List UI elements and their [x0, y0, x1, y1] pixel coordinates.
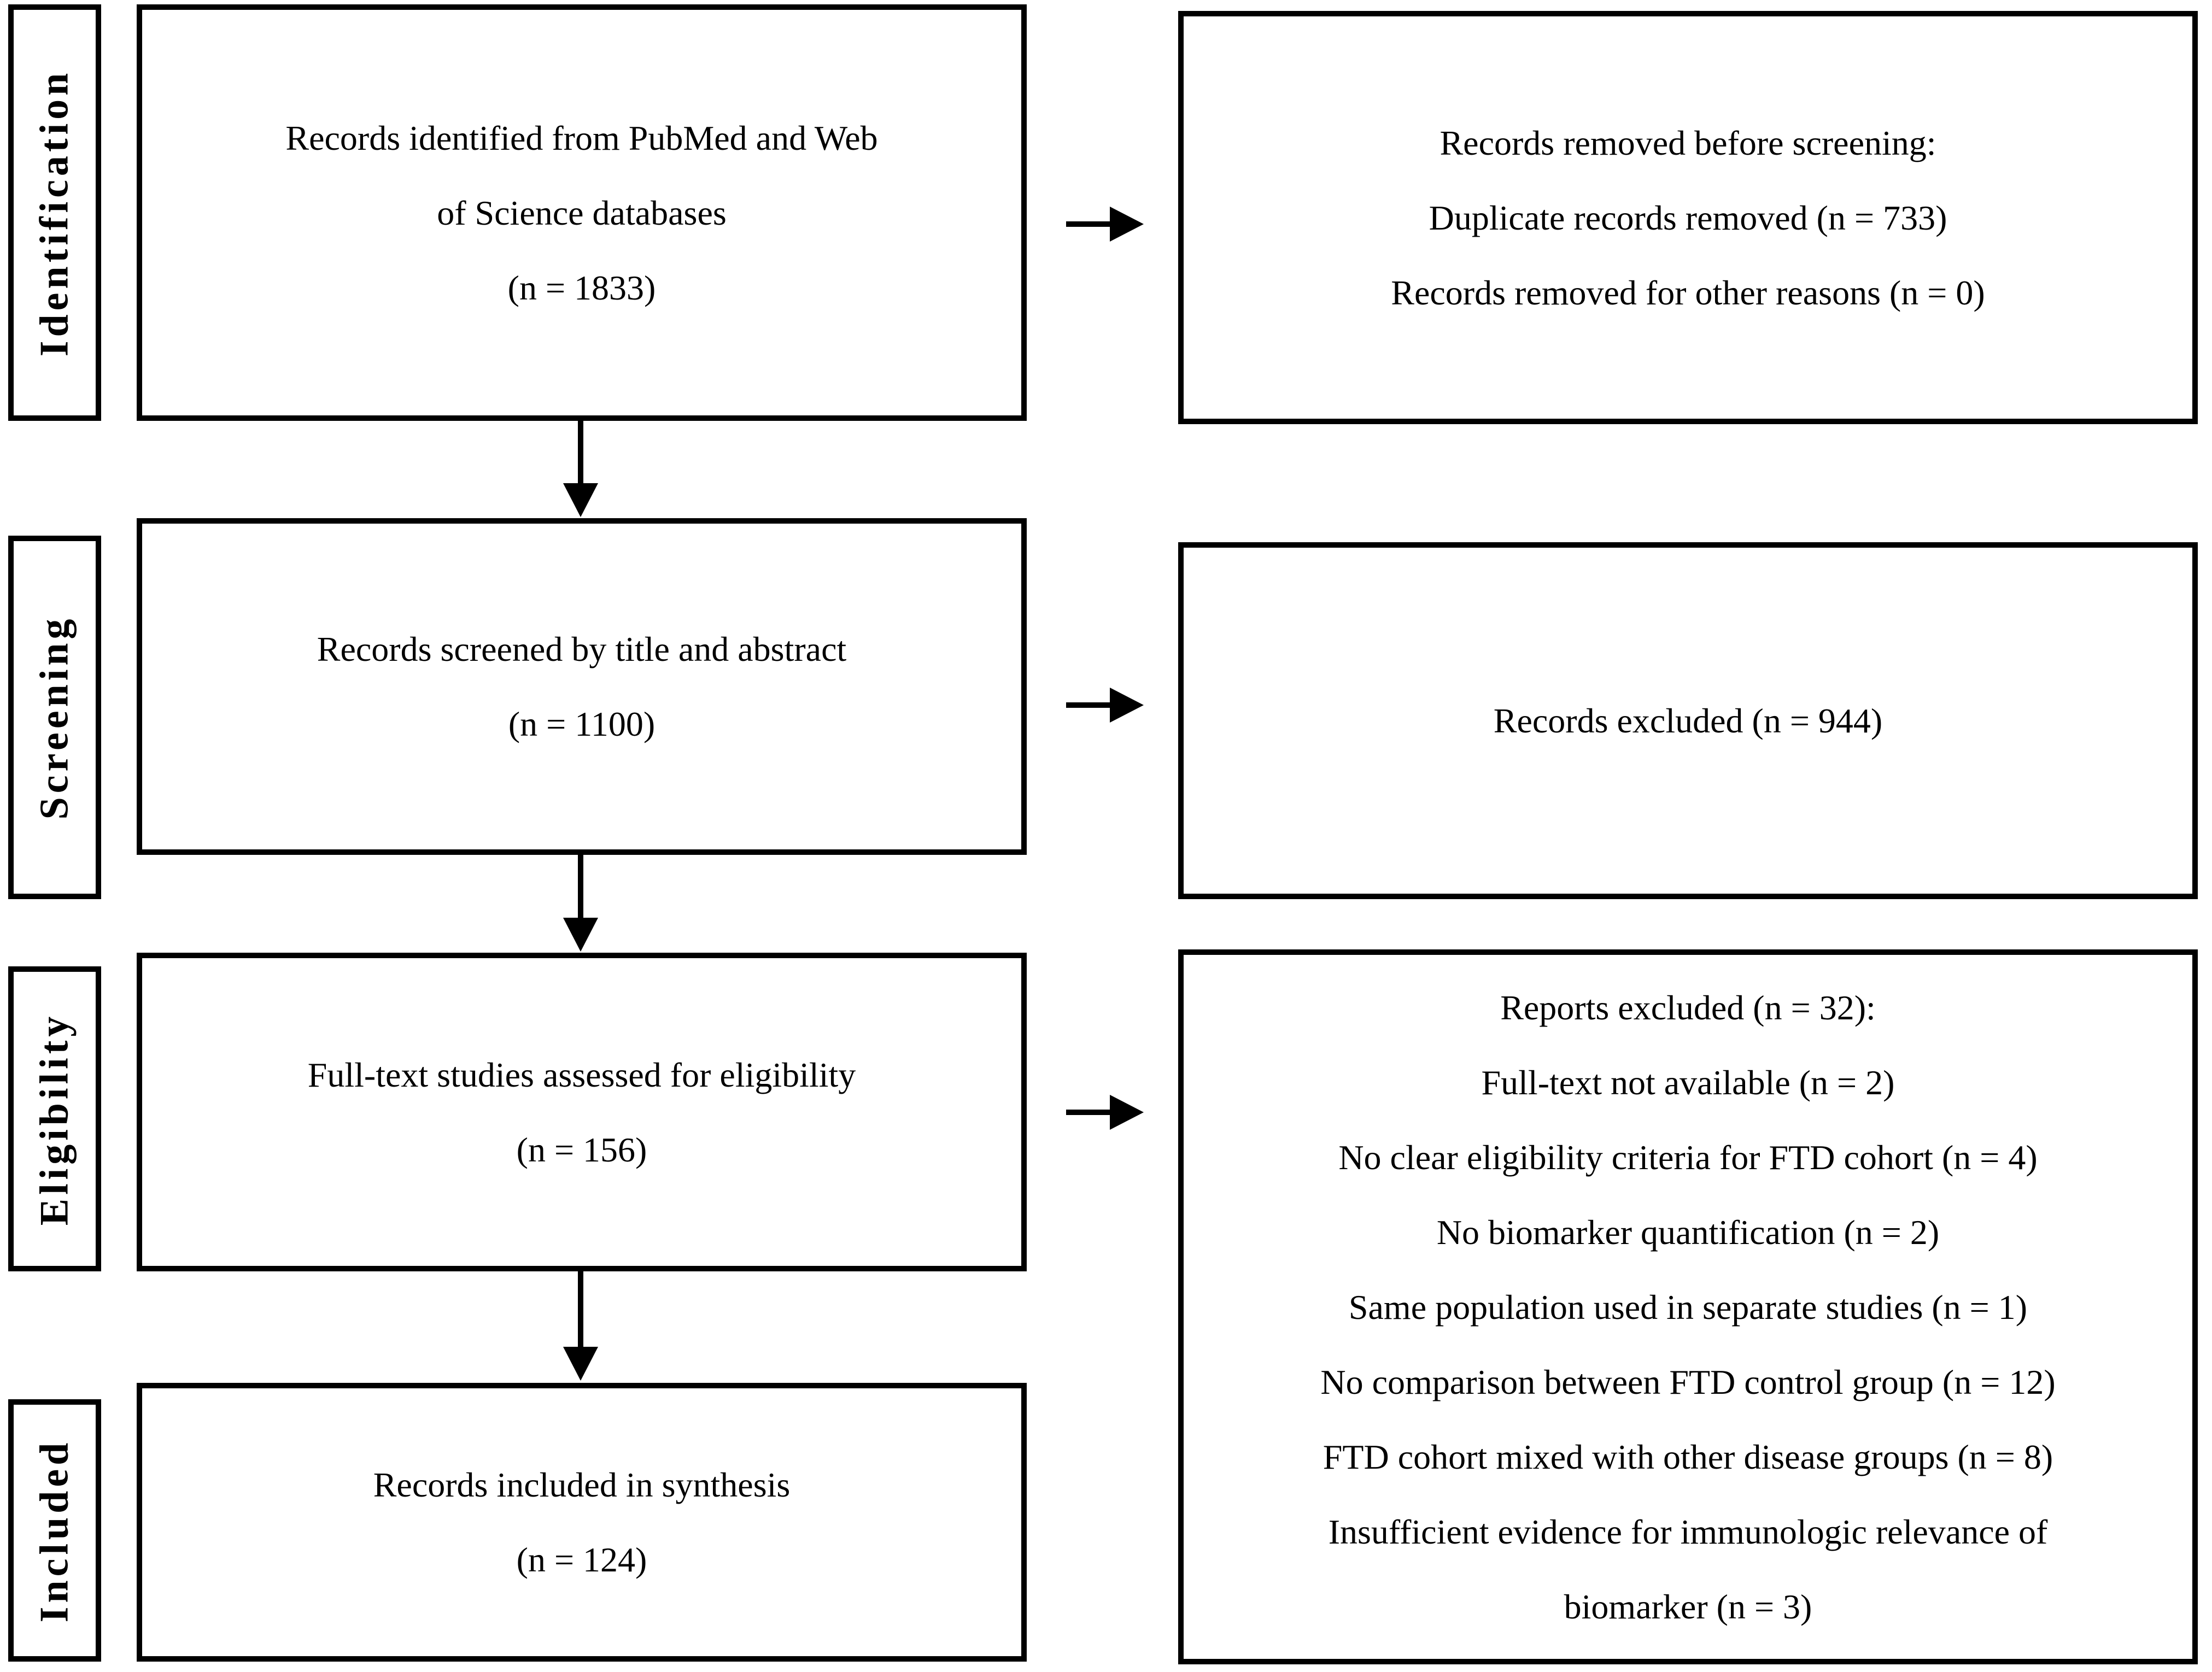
box-records-identified: Records identified from PubMed and Web o… — [137, 4, 1027, 421]
arrow-screening-to-eligibility-head — [563, 918, 598, 952]
stage-label-eligibility: Eligibility — [8, 966, 101, 1271]
arrow-identified-to-removed-head — [1110, 207, 1144, 242]
arrow-fulltext-to-reports-excluded — [1066, 1110, 1111, 1115]
box-records-identified-line: Records identified from PubMed and Web — [285, 118, 878, 157]
box-records-included: Records included in synthesis (n = 124) — [137, 1383, 1027, 1662]
arrow-eligibility-to-included — [578, 1271, 583, 1348]
arrow-eligibility-to-included-head — [563, 1347, 598, 1381]
box-reports-excluded: Reports excluded (n = 32): Full-text not… — [1178, 949, 2198, 1664]
box-records-included-line: Records included in synthesis — [373, 1465, 791, 1504]
arrow-identification-to-screening — [578, 421, 583, 484]
box-records-excluded-line: Records excluded (n = 944) — [1493, 701, 1883, 740]
arrow-screening-to-eligibility — [578, 855, 583, 918]
box-records-excluded: Records excluded (n = 944) — [1178, 542, 2198, 899]
box-records-included-count: (n = 124) — [516, 1540, 647, 1579]
box-fulltext-assessed: Full-text studies assessed for eligibili… — [137, 953, 1027, 1271]
box-reports-excluded-line: Same population used in separate studies… — [1348, 1287, 2028, 1327]
stage-label-included-text: Included — [32, 1439, 77, 1622]
box-records-removed-line: Records removed for other reasons (n = 0… — [1391, 273, 1985, 312]
arrow-identified-to-removed — [1066, 221, 1111, 227]
box-reports-excluded-line: Full-text not available (n = 2) — [1481, 1063, 1895, 1102]
box-reports-excluded-line: No comparison between FTD control group … — [1320, 1362, 2056, 1401]
stage-label-identification: Identification — [8, 4, 101, 421]
box-reports-excluded-line: Insufficient evidence for immunologic re… — [1328, 1512, 2048, 1551]
arrow-fulltext-to-reports-excluded-head — [1110, 1095, 1144, 1130]
arrow-identification-to-screening-head — [563, 483, 598, 517]
arrow-screened-to-excluded-head — [1110, 688, 1144, 723]
box-fulltext-assessed-line: Full-text studies assessed for eligibili… — [307, 1055, 856, 1094]
box-records-screened-line: Records screened by title and abstract — [317, 630, 847, 668]
stage-label-eligibility-text: Eligibility — [32, 1012, 77, 1225]
arrow-screened-to-excluded — [1066, 702, 1111, 708]
box-reports-excluded-line: No clear eligibility criteria for FTD co… — [1338, 1137, 2038, 1177]
stage-label-included: Included — [8, 1399, 101, 1662]
box-records-identified-count: (n = 1833) — [507, 268, 656, 307]
stage-label-screening: Screening — [8, 536, 101, 899]
box-reports-excluded-line: No biomarker quantification (n = 2) — [1436, 1212, 1940, 1252]
box-records-identified-line: of Science databases — [437, 193, 727, 232]
stage-label-identification-text: Identification — [32, 69, 77, 356]
box-reports-excluded-line: Reports excluded (n = 32): — [1500, 988, 1876, 1027]
box-reports-excluded-line: biomarker (n = 3) — [1564, 1587, 1812, 1626]
box-records-removed-line: Records removed before screening: — [1439, 123, 1936, 162]
box-records-removed-before-screening: Records removed before screening: Duplic… — [1178, 11, 2198, 424]
box-records-screened: Records screened by title and abstract (… — [137, 518, 1027, 855]
box-records-removed-line: Duplicate records removed (n = 733) — [1429, 198, 1947, 237]
box-fulltext-assessed-count: (n = 156) — [516, 1130, 647, 1169]
stage-label-screening-text: Screening — [32, 615, 77, 820]
box-reports-excluded-line: FTD cohort mixed with other disease grou… — [1322, 1437, 2053, 1476]
box-records-screened-count: (n = 1100) — [508, 705, 656, 743]
